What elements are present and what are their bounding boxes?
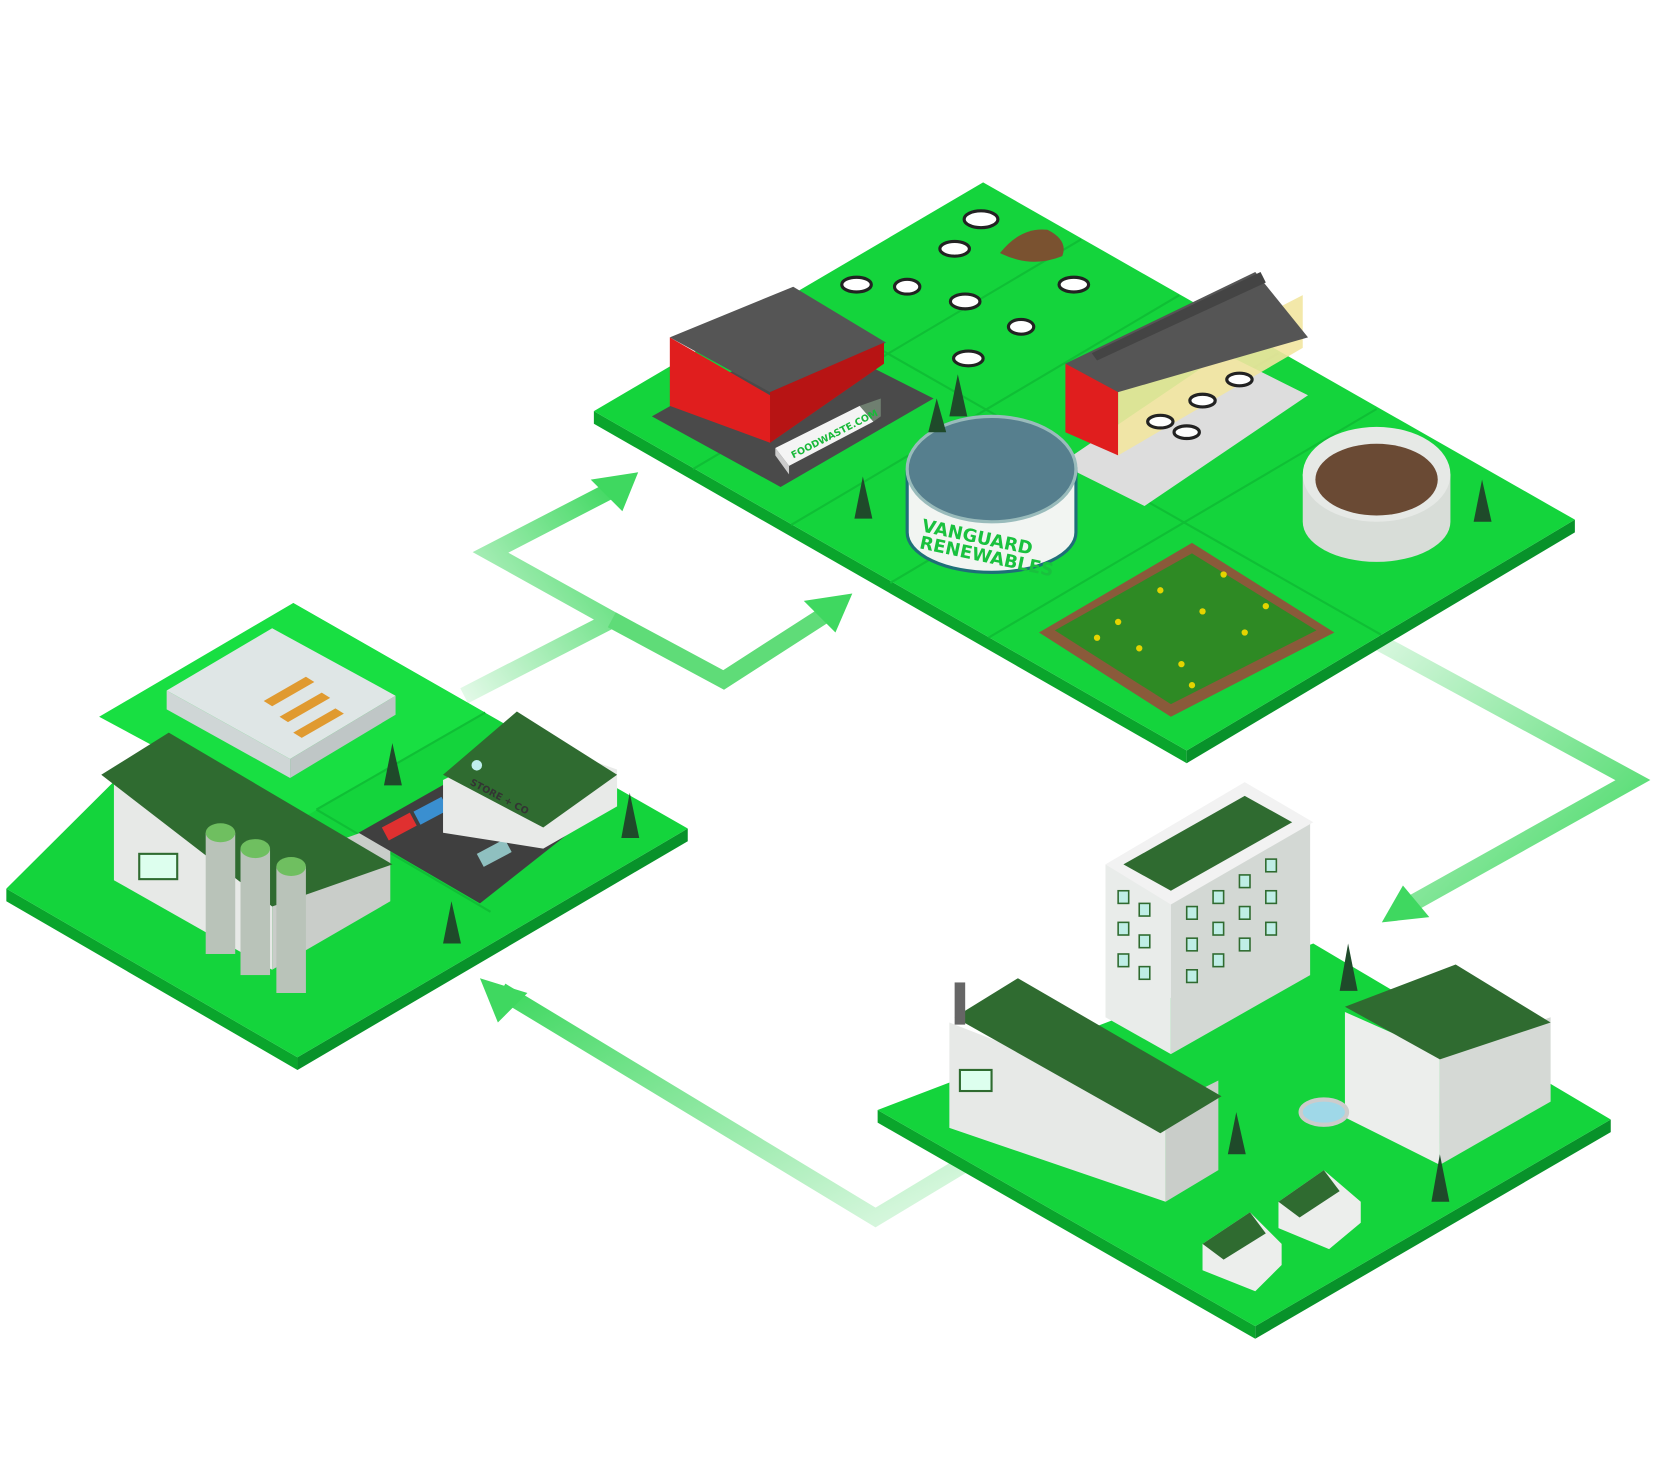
vanguard-digester-tank: VANGUARD RENEWABLES [905,414,1078,581]
car-blue [413,796,449,825]
cows [840,209,1091,368]
apartment-building [1298,964,1551,1165]
arrowhead-lower [803,593,853,633]
food-producers-cluster: STORE + CO [6,602,688,1070]
arrowhead-community [1381,885,1430,923]
manure-lagoon-tank [1302,426,1451,562]
flow-arrows [460,472,1651,1228]
fountain [1298,1097,1350,1127]
office-tower [1105,782,1314,1055]
houses [1202,1170,1361,1292]
arrow-to-farm-upper [460,479,630,704]
corn-field [1039,542,1335,717]
factory [949,978,1222,1202]
trees [383,743,640,944]
retail-store: STORE + CO [358,711,618,904]
commercial-kitchen [166,628,396,778]
producers-ground [6,602,688,1058]
trees [1227,943,1450,1202]
car-red [381,812,417,841]
farm-cluster: FOODWASTE.COM VANGUARD RENEWABLES [593,182,1575,764]
arrow-to-food-producers [496,983,973,1228]
trees [854,374,1492,522]
manure-pile [999,229,1064,262]
food-processing-plant [101,732,393,993]
silos [205,823,306,993]
cow-shed [1060,271,1309,506]
community-cluster [877,782,1611,1339]
car-grey [476,838,512,867]
arrow-to-community [1372,633,1651,917]
arrow-to-farm-lower [607,602,838,690]
red-warehouse [669,337,884,443]
